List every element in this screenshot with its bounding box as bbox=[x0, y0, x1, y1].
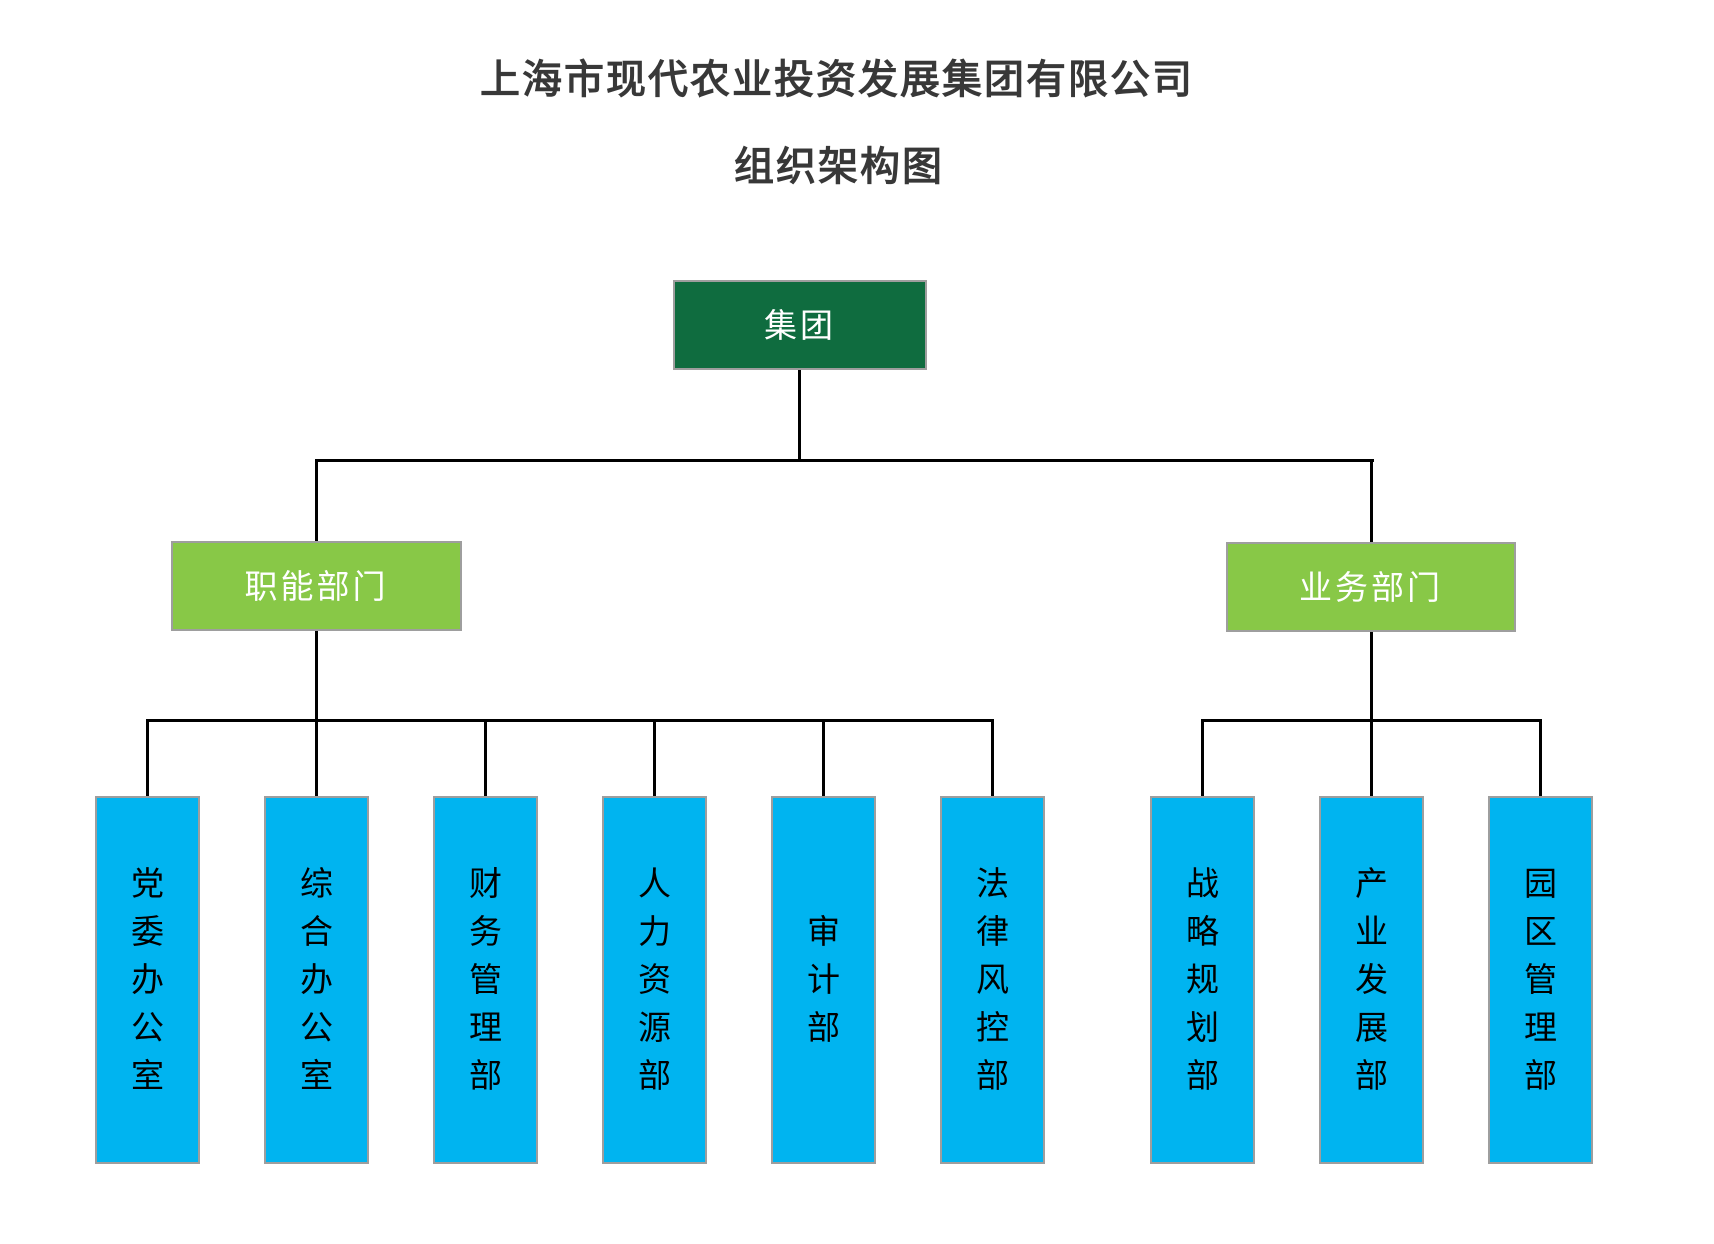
connector-branch-functional-stub bbox=[315, 459, 318, 541]
dept-box-strategic-planning: 战略规划部 bbox=[1150, 796, 1255, 1164]
dept-label: 党委办公室 bbox=[131, 865, 164, 1094]
connector-drop-1 bbox=[146, 719, 149, 796]
chart-title: 上海市现代农业投资发展集团有限公司 bbox=[480, 58, 1194, 102]
connector-drop-2 bbox=[315, 719, 318, 796]
connector-level1-bus bbox=[315, 459, 1374, 462]
dept-label: 审计部 bbox=[807, 913, 840, 1046]
dept-label: 财务管理部 bbox=[469, 865, 502, 1094]
chart-subtitle: 组织架构图 bbox=[734, 145, 944, 189]
connector-drop-3 bbox=[484, 719, 487, 796]
dept-box-human-resources: 人力资源部 bbox=[602, 796, 707, 1164]
connector-branch-business-stub bbox=[1370, 459, 1373, 542]
connector-drop-8 bbox=[1370, 719, 1373, 796]
connector-drop-5 bbox=[822, 719, 825, 796]
connector-drop-6 bbox=[991, 719, 994, 796]
connector-drop-4 bbox=[653, 719, 656, 796]
dept-box-industry-development: 产业发展部 bbox=[1319, 796, 1424, 1164]
dept-box-audit: 审计部 bbox=[771, 796, 876, 1164]
org-node-branch-business-label: 业务部门 bbox=[1299, 568, 1443, 606]
org-node-root: 集团 bbox=[673, 280, 927, 370]
dept-box-park-management: 园区管理部 bbox=[1488, 796, 1593, 1164]
dept-label: 人力资源部 bbox=[638, 865, 671, 1094]
dept-box-finance-management: 财务管理部 bbox=[433, 796, 538, 1164]
dept-label: 法律风控部 bbox=[976, 865, 1009, 1094]
connector-root-stem bbox=[798, 370, 801, 460]
connector-business-down bbox=[1370, 632, 1373, 720]
connector-functional-down bbox=[315, 631, 318, 720]
org-node-branch-functional: 职能部门 bbox=[171, 541, 462, 631]
connector-functional-bus bbox=[146, 719, 994, 722]
connector-drop-9 bbox=[1539, 719, 1542, 796]
org-node-root-label: 集团 bbox=[764, 306, 836, 344]
org-node-branch-business: 业务部门 bbox=[1226, 542, 1516, 632]
org-node-branch-functional-label: 职能部门 bbox=[244, 567, 389, 605]
dept-label: 战略规划部 bbox=[1186, 865, 1219, 1094]
dept-box-legal-risk-control: 法律风控部 bbox=[940, 796, 1045, 1164]
connector-drop-7 bbox=[1201, 719, 1204, 796]
dept-label: 园区管理部 bbox=[1524, 865, 1557, 1094]
dept-box-party-committee-office: 党委办公室 bbox=[95, 796, 200, 1164]
dept-label: 产业发展部 bbox=[1355, 865, 1388, 1094]
dept-label: 综合办公室 bbox=[300, 865, 333, 1094]
dept-box-general-office: 综合办公室 bbox=[264, 796, 369, 1164]
